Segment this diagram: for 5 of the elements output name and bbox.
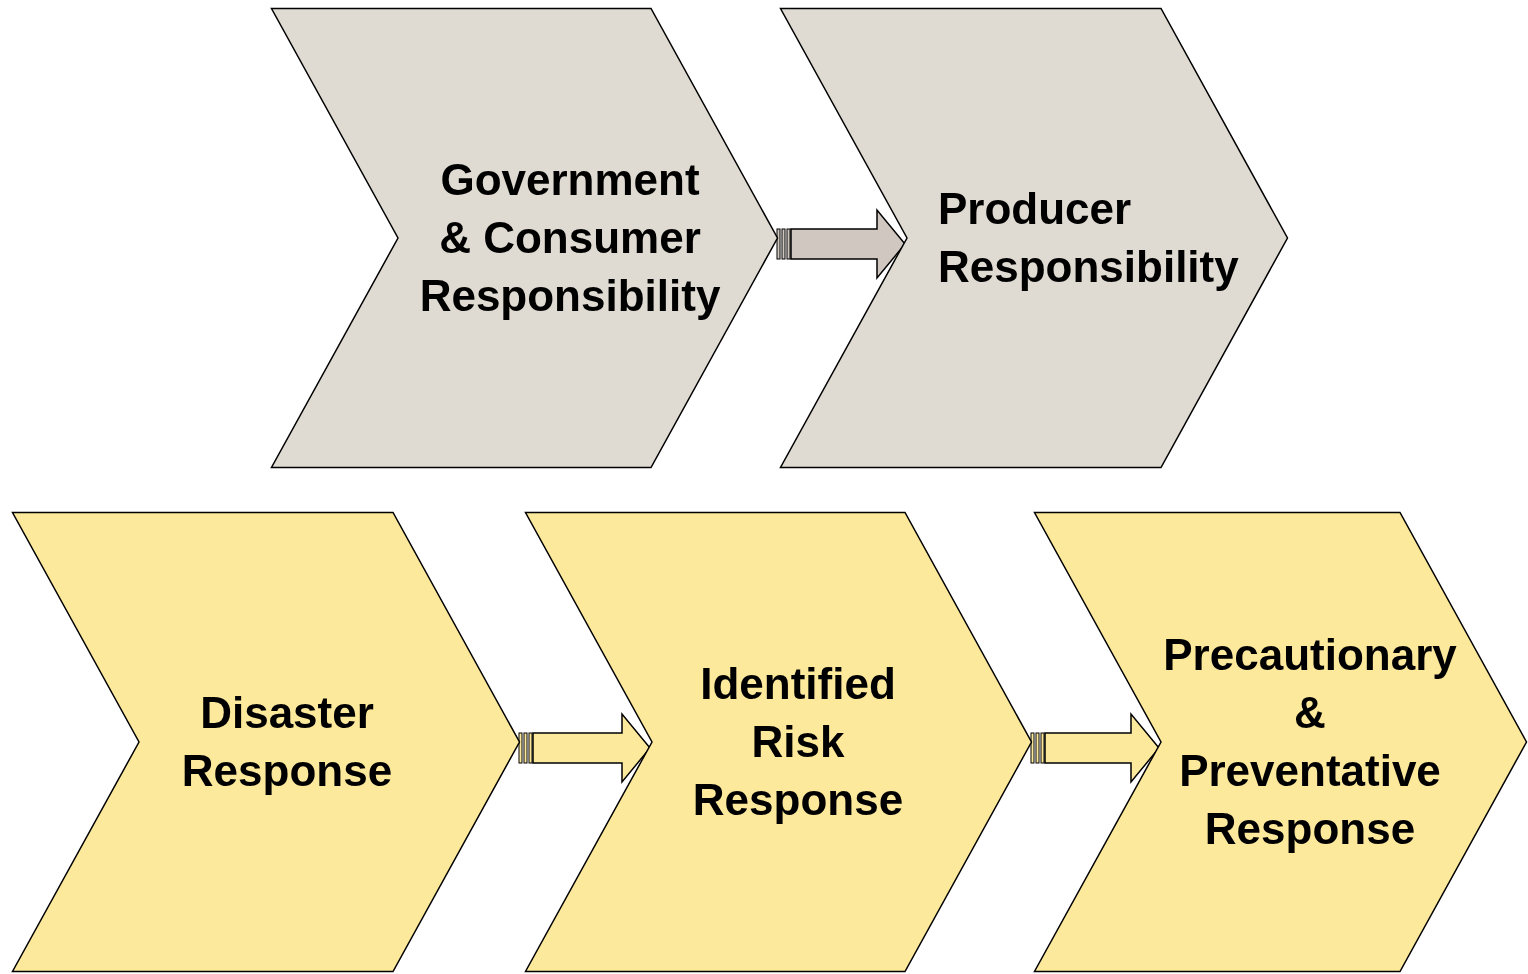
step-label: Disaster Response	[180, 687, 394, 797]
step-label: Identified Risk Response	[691, 658, 905, 826]
step-label: Producer Responsibility	[938, 183, 1240, 293]
step-label: Government & Consumer Responsibility	[418, 154, 722, 322]
step-label: Precautionary & Preventative Response	[1162, 629, 1458, 855]
